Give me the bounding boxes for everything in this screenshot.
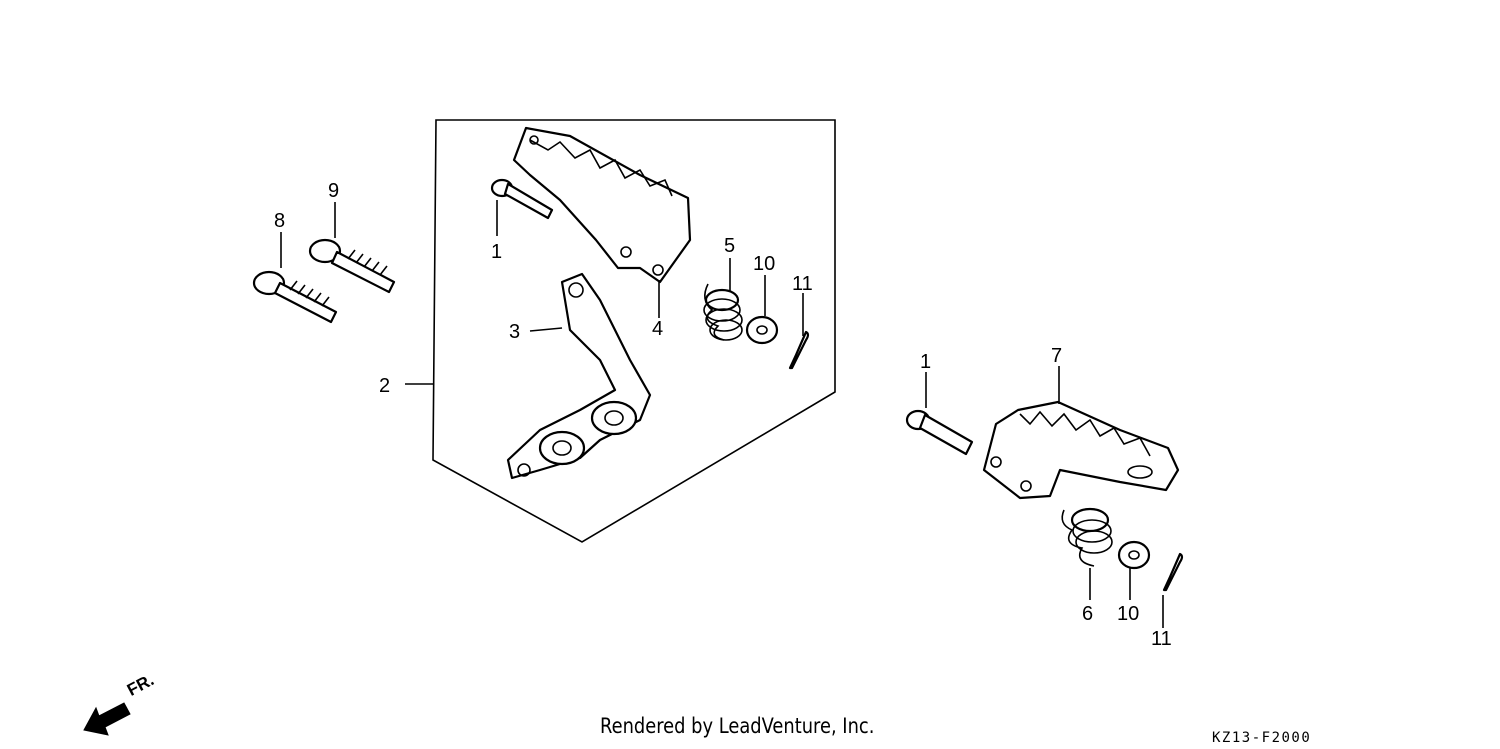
bolt-8[interactable] [252,270,338,324]
callout-6: 6 [1082,603,1093,625]
callout-10-left: 10 [753,253,775,275]
callout-5: 5 [724,235,735,257]
spring-6[interactable] [1061,507,1113,567]
callout-3: 3 [509,321,520,343]
callout-11-left: 11 [792,273,813,295]
callout-7: 7 [1051,345,1062,367]
callout-10-right: 10 [1117,603,1139,625]
callout-11-right: 11 [1151,628,1172,650]
footer-credit: Rendered by LeadVenture, Inc. [600,714,875,738]
cotter-pin-11-right[interactable] [1162,552,1184,592]
callout-8: 8 [274,210,285,232]
callout-9: 9 [328,180,339,202]
callout-2: 2 [379,375,390,397]
leader-lines [280,200,1164,628]
diagram-code: KZ13-F2000 [1212,730,1312,746]
pin-1-right[interactable] [905,409,974,456]
footpeg-bracket-3[interactable] [506,272,652,480]
bolt-9[interactable] [308,238,396,294]
callout-4: 4 [652,318,663,340]
assembly-outline [432,119,836,543]
washer-10-right[interactable] [1117,540,1151,570]
cotter-pin-11-left[interactable] [788,330,810,370]
spring-5[interactable] [703,283,743,341]
callout-1-left: 1 [491,241,502,263]
callout-1-right: 1 [920,351,931,373]
front-direction-arrow-icon [83,702,131,736]
footpeg-4[interactable] [512,126,692,284]
pin-1-left[interactable] [490,178,554,220]
footpeg-7[interactable] [982,400,1180,500]
washer-10-left[interactable] [745,315,779,345]
